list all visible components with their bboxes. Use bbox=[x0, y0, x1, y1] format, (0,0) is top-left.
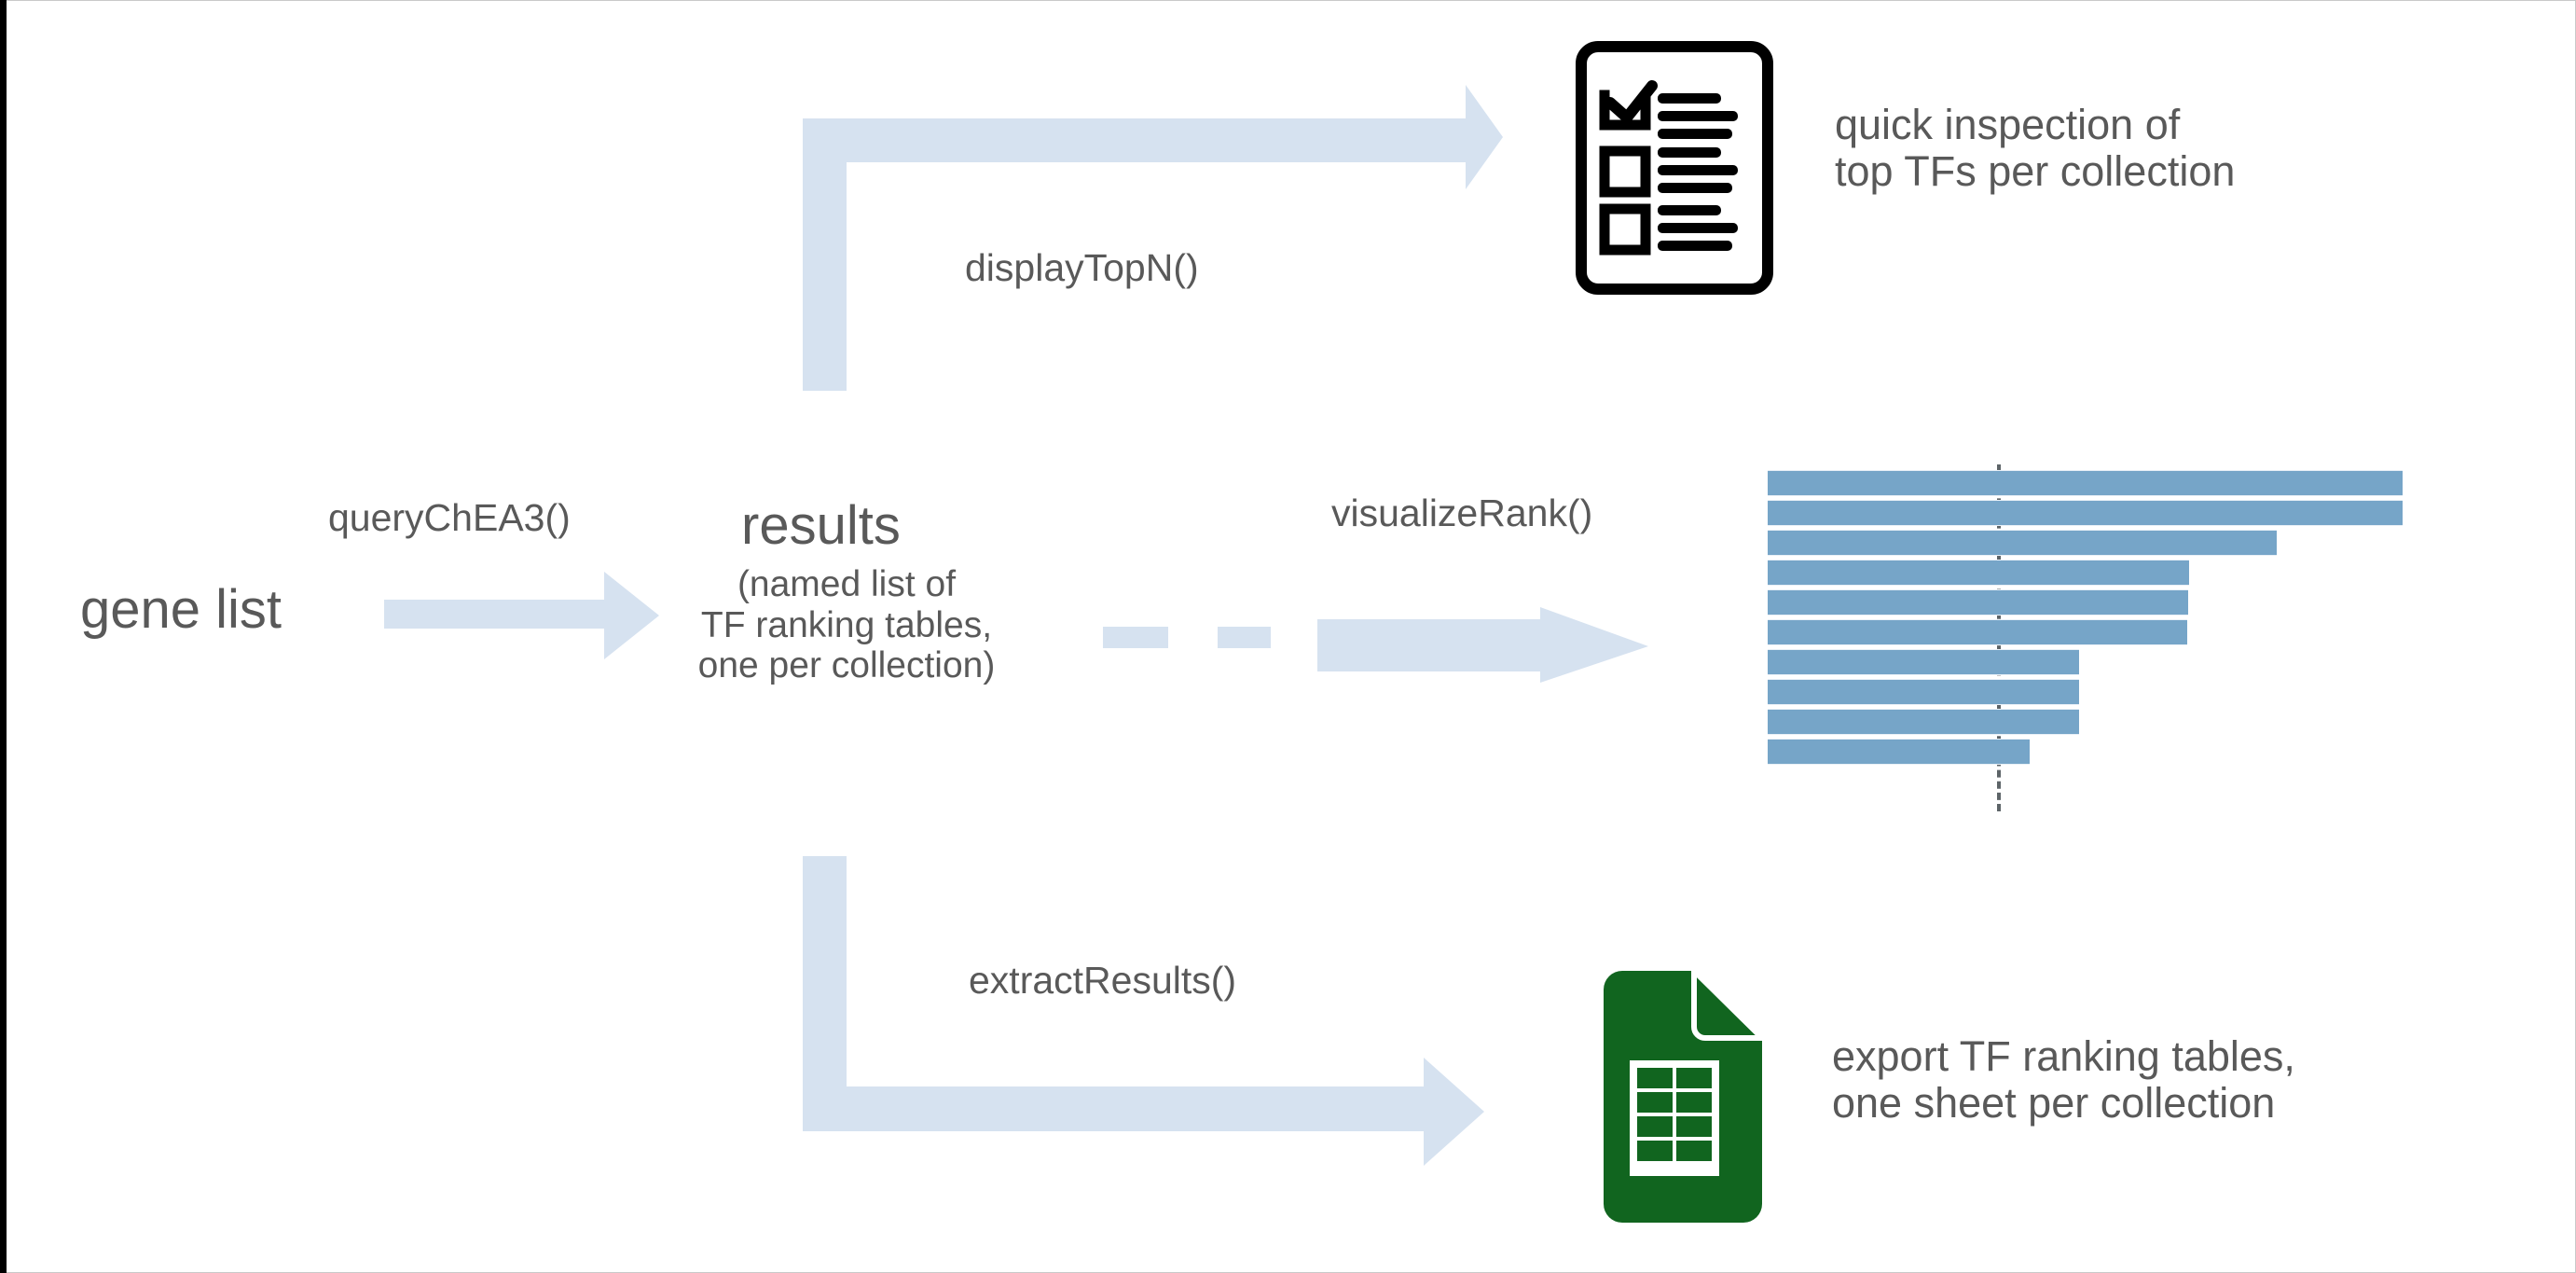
checklist-row-1 bbox=[1599, 80, 1738, 139]
checklist-line bbox=[1658, 183, 1732, 193]
bar bbox=[1768, 679, 2079, 705]
bar bbox=[1768, 589, 2188, 616]
bar bbox=[1768, 709, 2079, 735]
checklist-line bbox=[1658, 93, 1721, 104]
function-label-extractresults: extractResults() bbox=[969, 959, 1237, 1002]
table-cell bbox=[1637, 1116, 1673, 1137]
checklist-line bbox=[1658, 129, 1732, 139]
table-cell bbox=[1676, 1141, 1712, 1161]
arrow-elbow-to-checklist bbox=[803, 85, 1503, 391]
table-row bbox=[1768, 500, 2411, 526]
function-label-visualizerank: visualizeRank() bbox=[1331, 491, 1593, 534]
table-row bbox=[1768, 589, 2411, 616]
checklist-row-3 bbox=[1599, 203, 1738, 256]
left-edge-bar bbox=[0, 0, 7, 1273]
table-row bbox=[1768, 739, 2411, 765]
checklist-icon bbox=[1576, 41, 1773, 295]
table-cell bbox=[1676, 1068, 1712, 1088]
function-label-querychea3: queryChEA3() bbox=[328, 496, 571, 539]
checklist-line bbox=[1658, 165, 1738, 175]
table-row bbox=[1768, 470, 2411, 496]
table-cell bbox=[1637, 1092, 1673, 1113]
checkbox-empty-icon bbox=[1599, 203, 1651, 256]
function-label-displaytopn: displayTopN() bbox=[965, 246, 1199, 289]
checkmark-icon bbox=[1605, 80, 1658, 123]
node-label-results: results bbox=[741, 495, 901, 556]
arrow-dash-segment-1 bbox=[1103, 627, 1168, 648]
checklist-line bbox=[1658, 223, 1738, 233]
table-cell bbox=[1676, 1092, 1712, 1113]
caption-quick-inspection: quick inspection of top TFs per collecti… bbox=[1835, 101, 2236, 196]
checklist-line bbox=[1658, 147, 1721, 158]
checkbox-checked-icon bbox=[1599, 90, 1651, 131]
checklist-line bbox=[1658, 111, 1738, 121]
table-cell bbox=[1637, 1141, 1673, 1161]
bar bbox=[1768, 619, 2187, 645]
table-cell bbox=[1637, 1068, 1673, 1088]
spreadsheet-icon bbox=[1604, 971, 1762, 1223]
spreadsheet-table-cells bbox=[1637, 1068, 1712, 1161]
arrow-gene-list-to-results bbox=[384, 572, 659, 659]
bar bbox=[1768, 500, 2403, 526]
bar bbox=[1768, 649, 2079, 675]
checkbox-empty-icon bbox=[1599, 145, 1651, 198]
node-label-gene-list: gene list bbox=[80, 579, 282, 640]
arrow-dash-segment-2 bbox=[1218, 627, 1271, 648]
bar bbox=[1768, 470, 2403, 496]
table-cell bbox=[1676, 1116, 1712, 1137]
table-row bbox=[1768, 619, 2411, 645]
arrow-elbow-to-spreadsheet bbox=[803, 856, 1484, 1166]
table-row bbox=[1768, 560, 2411, 586]
bar bbox=[1768, 530, 2277, 556]
spreadsheet-folded-corner-icon bbox=[1691, 971, 1762, 1041]
bar bbox=[1768, 560, 2189, 586]
bar bbox=[1768, 739, 2030, 765]
arrow-dashed-to-bar-chart bbox=[1317, 607, 1648, 683]
node-sublabel-results: (named list of TF ranking tables, one pe… bbox=[697, 564, 996, 686]
horizontal-bar-chart bbox=[1768, 464, 2411, 811]
table-row bbox=[1768, 679, 2411, 705]
checklist-line bbox=[1658, 205, 1721, 215]
table-row bbox=[1768, 649, 2411, 675]
table-row bbox=[1768, 709, 2411, 735]
table-row bbox=[1768, 530, 2411, 556]
checklist-line bbox=[1658, 241, 1732, 251]
caption-export-tables: export TF ranking tables, one sheet per … bbox=[1832, 1032, 2295, 1128]
checklist-row-2 bbox=[1599, 145, 1738, 198]
